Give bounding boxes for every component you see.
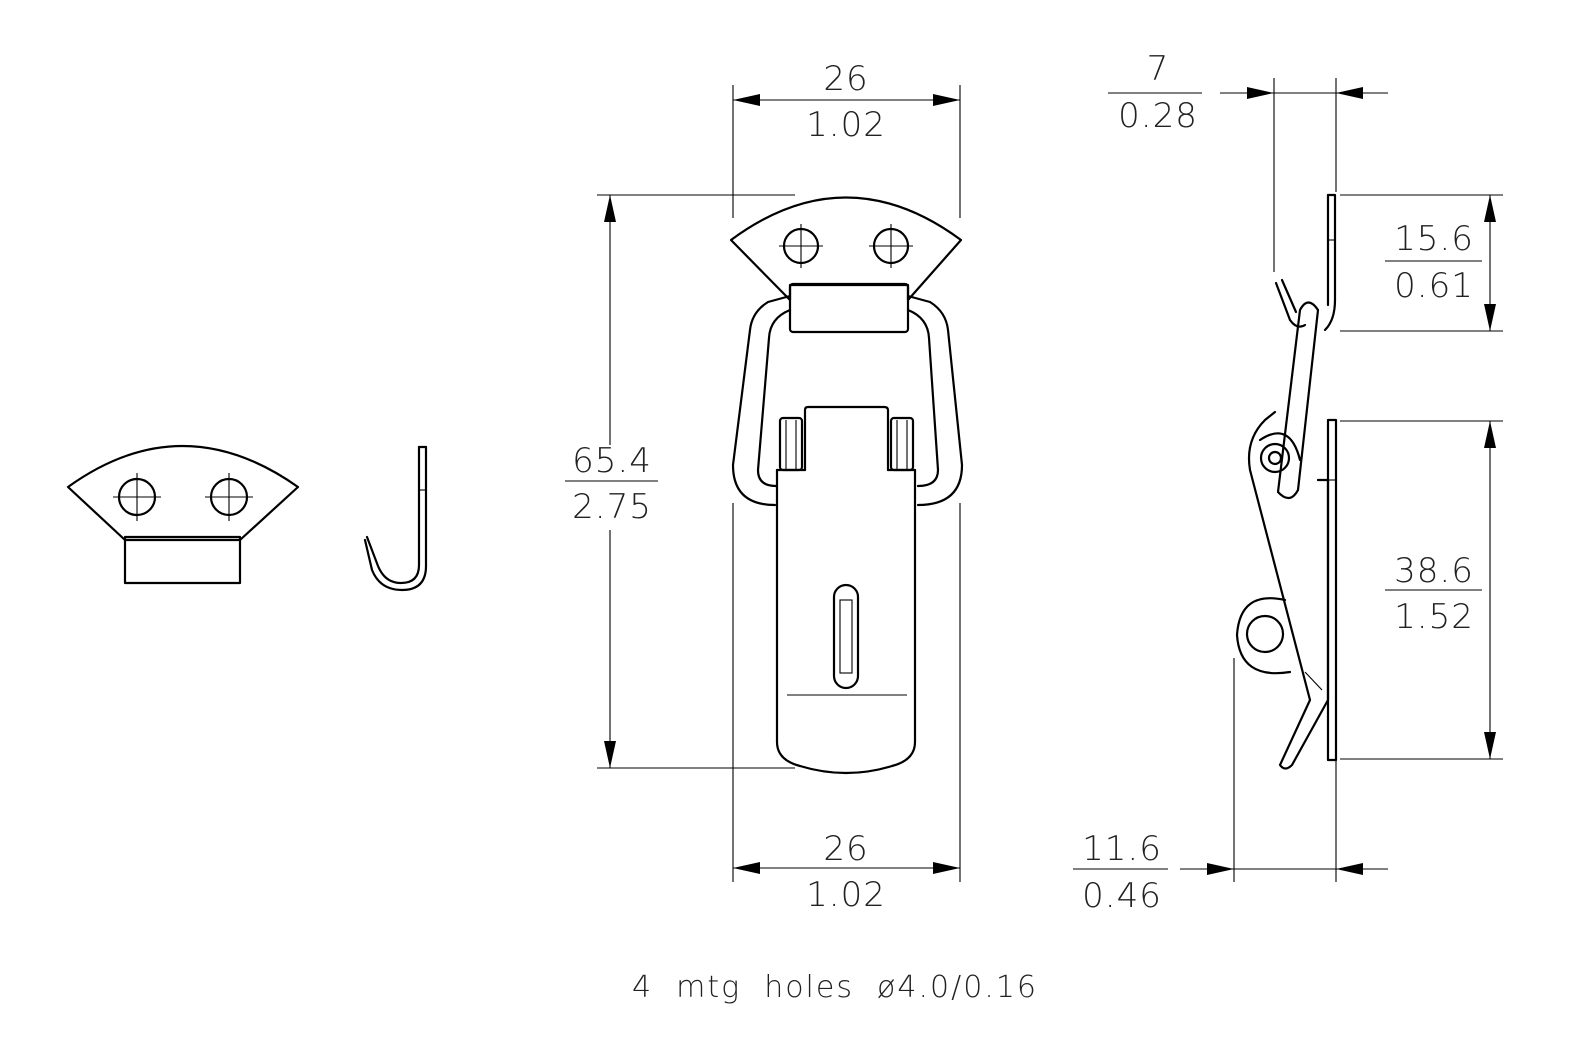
dim-side-offset-in: 0.28	[1118, 96, 1198, 136]
dim-top-width-mm: 26	[823, 59, 868, 99]
dim-latch-plate-height: 38.6 1.52	[1340, 420, 1503, 760]
dim-hook-plate-height: 15.6 0.61	[1340, 194, 1503, 332]
dim-bottom-width-mm: 26	[823, 829, 868, 869]
dim-top-width-in: 1.02	[806, 105, 886, 145]
mounting-holes-note: 4 mtg holes ø4.0/0.16	[632, 970, 1038, 1005]
dim-side-depth: 11.6 0.46	[1073, 658, 1388, 916]
dim-side-offset-mm: 7	[1147, 49, 1170, 89]
keeper-front-view	[66, 445, 300, 585]
dim-side-offset: 7 0.28	[1108, 49, 1388, 272]
dim-latch-plate-height-in: 1.52	[1394, 597, 1474, 637]
latch-side-view	[1235, 193, 1338, 770]
dim-hook-plate-height-in: 0.61	[1394, 266, 1474, 306]
dim-side-depth-mm: 11.6	[1082, 829, 1162, 869]
dim-bottom-width: 26 1.02	[732, 503, 961, 915]
dim-latch-plate-height-mm: 38.6	[1394, 551, 1474, 591]
dim-side-depth-in: 0.46	[1082, 876, 1162, 916]
dim-bottom-width-in: 1.02	[806, 875, 886, 915]
dim-hook-plate-height-mm: 15.6	[1394, 219, 1474, 259]
keeper-side-view	[363, 445, 428, 592]
dim-top-width: 26 1.02	[732, 59, 961, 218]
dim-overall-length: 65.4 2.75	[565, 194, 795, 769]
dim-overall-length-mm: 65.4	[572, 441, 652, 481]
dim-overall-length-in: 2.75	[572, 487, 652, 527]
latch-front-view	[729, 196, 964, 775]
